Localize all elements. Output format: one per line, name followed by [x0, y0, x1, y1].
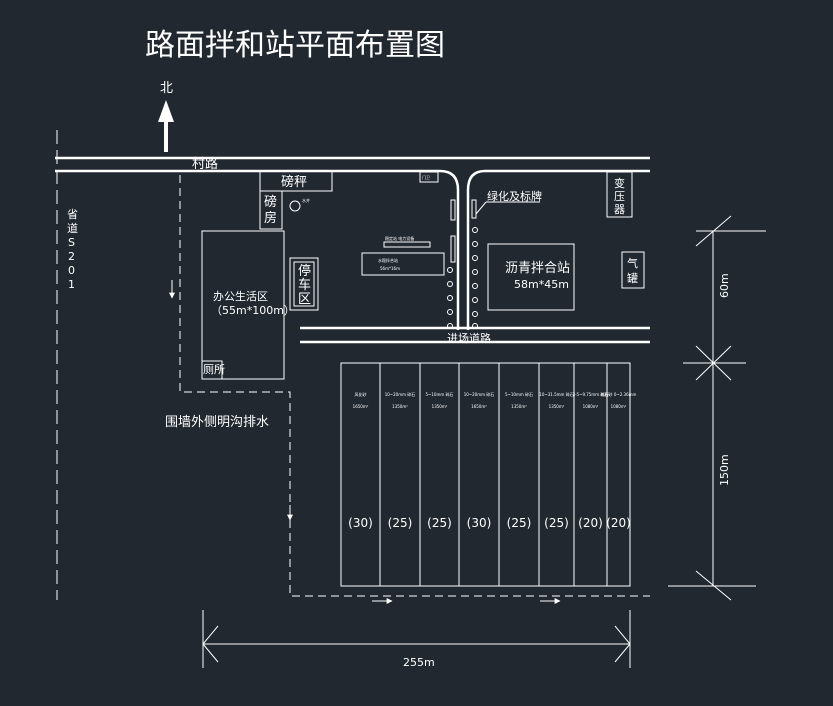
bin-area-label: 1650m²: [353, 404, 369, 409]
svg-text:2: 2: [68, 250, 75, 263]
bin-material-label: 10~20mm 碎石: [464, 391, 495, 397]
gas-tank-label-2: 罐: [627, 272, 638, 285]
north-arrow: 北: [158, 81, 174, 152]
svg-text:1: 1: [68, 278, 75, 291]
stabilized-station-top-label: 稳定站 电力设备: [385, 235, 414, 241]
parking-label-3: 区: [298, 292, 311, 307]
bin-material-label: 10~31.5mm 碎石: [539, 391, 573, 397]
stabilized-station-equipment: [383, 241, 431, 248]
toilet: [201, 360, 223, 380]
bin-capacity-label: (25): [507, 516, 532, 530]
village-road-label: 村路: [192, 156, 218, 172]
greenery-left: [447, 199, 456, 329]
bin-area-label: 1350m²: [392, 404, 408, 409]
asphalt-station: [487, 243, 575, 311]
weigh-room: [259, 190, 283, 230]
transformer-label-1: 变: [614, 176, 625, 190]
dimension-60m: 60m: [718, 273, 731, 298]
entrance-road-label: 进场道路: [447, 331, 491, 345]
bin-capacity-label: (25): [544, 516, 569, 530]
north-arrow-icon: [158, 100, 174, 152]
bin-area-label: 1650m²: [471, 404, 487, 409]
bin-area-label: 1080m²: [611, 404, 627, 409]
asphalt-station-label: 沥青拌合站: [505, 261, 570, 276]
bin-material-label: 10~20mm 碎石: [385, 391, 416, 397]
parking-label-1: 停: [298, 263, 311, 279]
weigh-room-label-1: 磅: [264, 194, 277, 210]
weighbridge-label: 磅秤: [281, 174, 307, 190]
bin-area-label: 1350m²: [549, 404, 565, 409]
bin-capacity-label: (30): [348, 516, 373, 530]
greenery-right: [471, 199, 478, 329]
bin-area-label: 1350m²: [511, 404, 527, 409]
gas-tank-label-1: 气: [627, 256, 638, 270]
perimeter-drain: [179, 175, 650, 597]
provincial-road-label: 省 道 S 2 0 1: [67, 208, 78, 291]
stabilized-station-label: 水稳拌合站: [378, 257, 398, 263]
svg-text:S: S: [68, 236, 75, 249]
diagram-title: 路面拌和站平面布置图: [145, 28, 445, 63]
water-well-icon: [289, 200, 301, 212]
bin-material-label: 5~10mm 碎石: [505, 391, 533, 397]
dimension-255m: 255m: [403, 656, 435, 669]
office-area: [201, 230, 285, 380]
dimension-150m: 150m: [718, 454, 731, 486]
bin-material-label: 3-5~9.75mm 碎石: [573, 391, 609, 397]
dimension-vertical: [668, 215, 766, 601]
bin-area-label: 1080m²: [583, 404, 599, 409]
bin-capacity-label: (20): [578, 516, 603, 530]
bin-material-label: 风化砂: [355, 391, 367, 397]
stabilized-station: [361, 252, 445, 276]
bin-area-label: 1350m²: [432, 404, 448, 409]
parking-inner: [293, 261, 315, 307]
svg-text:0: 0: [68, 264, 75, 277]
drain-flow-arrows: [169, 280, 561, 604]
bin-capacity-label: (25): [388, 516, 413, 530]
asphalt-station-size: 58m*45m: [514, 278, 569, 291]
north-label: 北: [160, 81, 173, 96]
bin-material-label: 机制砂 0~2.36mm: [601, 391, 637, 397]
bin-material-label: 5~10mm 碎石: [425, 391, 453, 397]
bin-capacity-label: (20): [606, 516, 631, 530]
office-area-size: （55m*100m）: [211, 304, 295, 317]
gas-tank: [621, 251, 645, 289]
gate-booth: [419, 171, 439, 183]
access-road: [439, 169, 486, 330]
drainage-note: 围墙外侧明沟排水: [165, 415, 269, 430]
aggregate-bins: 风化砂 1650m² (30) 10~20mm 碎石 1350m² (25) 5~10mm …: [340, 362, 637, 587]
village-road: [55, 156, 650, 173]
transformer-label-3: 器: [614, 203, 625, 216]
parking-label-2: 车: [298, 277, 311, 293]
weigh-room-label-2: 房: [264, 210, 277, 226]
storage-bin: [606, 362, 631, 587]
office-area-label: 办公生活区: [213, 289, 268, 303]
parking-outer: [289, 257, 319, 311]
bin-capacity-label: (30): [467, 516, 492, 530]
weighbridge: [259, 170, 333, 192]
water-well-label: 水井: [302, 197, 310, 203]
svg-text:省: 省: [67, 208, 78, 221]
green-sign-leader: [475, 201, 487, 215]
transformer: [606, 171, 633, 218]
bin-capacity-label: (25): [427, 516, 452, 530]
gate-booth-label: 门卫: [422, 174, 430, 180]
svg-text:道: 道: [67, 221, 78, 235]
toilet-label: 厕所: [203, 363, 225, 376]
dimension-horizontal: [202, 610, 631, 668]
green-sign-label: 绿化及标牌: [487, 189, 542, 203]
stabilized-station-size: 56m*16m: [380, 266, 400, 271]
transformer-label-2: 压: [614, 190, 625, 203]
